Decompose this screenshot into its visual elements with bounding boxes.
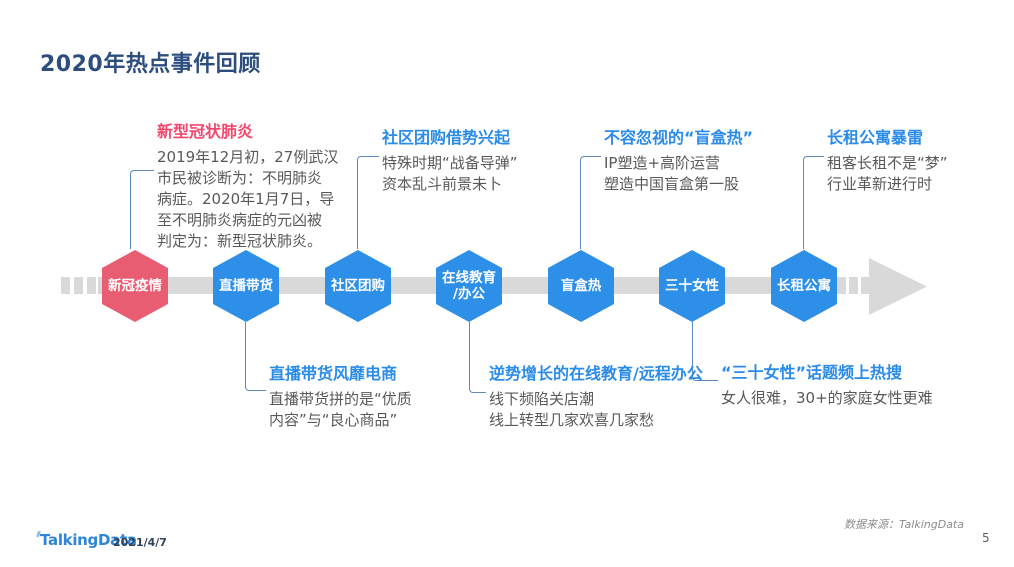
callout-line: 资本乱斗前景未卜 bbox=[382, 175, 503, 193]
callout-line: 租客长租不是“梦” bbox=[827, 154, 948, 172]
timeline-dash bbox=[74, 277, 83, 294]
node-label: 社区团购 bbox=[331, 278, 385, 294]
timeline-node-blindbox: 盲盒热 bbox=[548, 250, 614, 322]
callout-line: 塑造中国盲盒第一股 bbox=[604, 175, 740, 193]
callout-title: 逆势增长的在线教育/远程办公 bbox=[489, 364, 703, 383]
timeline-node-online-edu: 在线教育 /办公 bbox=[436, 250, 502, 322]
callout-line: 线上转型几家欢喜几家愁 bbox=[489, 411, 655, 429]
callout-line: 行业革新进行时 bbox=[827, 175, 933, 193]
connector-bottom-2 bbox=[469, 322, 486, 393]
callout-apartment: 长租公寓暴雷 租客长租不是“梦” 行业革新进行时 bbox=[827, 124, 948, 195]
talkingdata-logo: TalkingData bbox=[40, 531, 137, 549]
timeline-node-livestream: 直播带货 bbox=[213, 250, 279, 322]
page-title: 2020年热点事件回顾 bbox=[40, 52, 261, 77]
connector-bottom-3 bbox=[692, 322, 718, 381]
callout-line: 判定为：新型冠状肺炎。 bbox=[157, 232, 323, 250]
callout-line: 女人很难，30+的家庭女性更难 bbox=[721, 389, 933, 407]
connector-bottom-1 bbox=[245, 322, 266, 391]
callout-line: IP塑造+高阶运营 bbox=[604, 154, 721, 172]
callout-line: 特殊时期“战备导弹” bbox=[382, 154, 518, 172]
footer-data-source: 数据来源：TalkingData bbox=[843, 518, 964, 531]
timeline-dash bbox=[87, 277, 96, 294]
callout-line: 直播带货拼的是“优质 bbox=[269, 390, 412, 408]
timeline-node-covid: 新冠疫情 bbox=[102, 250, 168, 322]
node-label: 盲盒热 bbox=[560, 278, 602, 294]
timeline-node-groupbuy: 社区团购 bbox=[325, 250, 391, 322]
timeline-node-women30: 三十女性 bbox=[659, 250, 725, 322]
callout-line: 病症。2020年1月7日，导 bbox=[157, 190, 335, 208]
connector-top-3 bbox=[580, 156, 601, 249]
callout-line: 2019年12月初，27例武汉 bbox=[157, 148, 339, 166]
connector-top-2 bbox=[357, 156, 379, 249]
page-number: 5 bbox=[982, 531, 990, 545]
callout-title: “三十女性”话题频上热搜 bbox=[721, 363, 903, 382]
timeline-dash bbox=[61, 277, 70, 294]
callout-blindbox: 不容忽视的“盲盒热” IP塑造+高阶运营 塑造中国盲盒第一股 bbox=[604, 124, 753, 195]
callout-title: 新型冠状肺炎 bbox=[157, 122, 254, 141]
callout-online-edu: 逆势增长的在线教育/远程办公 线下频陷关店潮 线上转型几家欢喜几家愁 bbox=[489, 360, 703, 431]
timeline-dash bbox=[861, 277, 869, 294]
callout-covid: 新型冠状肺炎 2019年12月初，27例武汉 市民被诊断为：不明肺炎 病症。20… bbox=[157, 118, 338, 252]
callout-title: 长租公寓暴雷 bbox=[827, 128, 924, 147]
timeline-dash bbox=[849, 277, 858, 294]
connector-top-1 bbox=[130, 170, 154, 249]
node-label: 直播带货 bbox=[219, 278, 273, 294]
node-label: 新冠疫情 bbox=[108, 278, 162, 294]
node-label: 三十女性 bbox=[665, 278, 719, 294]
callout-line: 至不明肺炎病症的元凶被 bbox=[157, 211, 323, 229]
connector-top-4 bbox=[803, 156, 824, 249]
callout-title: 不容忽视的“盲盒热” bbox=[604, 128, 754, 147]
node-label: 长租公寓 bbox=[777, 278, 831, 294]
timeline-node-apartment: 长租公寓 bbox=[771, 250, 837, 322]
callout-line: 市民被诊断为：不明肺炎 bbox=[157, 169, 323, 187]
node-label: 在线教育 /办公 bbox=[442, 270, 496, 302]
callout-title: 直播带货风靡电商 bbox=[269, 364, 398, 383]
callout-groupbuy: 社区团购借势兴起 特殊时期“战备导弹” 资本乱斗前景未卜 bbox=[382, 124, 518, 195]
callout-title: 社区团购借势兴起 bbox=[382, 128, 511, 147]
callout-women30: “三十女性”话题频上热搜 女人很难，30+的家庭女性更难 bbox=[721, 359, 933, 409]
timeline-arrow-icon bbox=[869, 258, 927, 315]
callout-line: 内容”与“良心商品” bbox=[269, 411, 398, 429]
footer-date: 2021/4/7 bbox=[113, 536, 167, 549]
callout-livestream: 直播带货风靡电商 直播带货拼的是“优质 内容”与“良心商品” bbox=[269, 360, 412, 431]
callout-line: 线下频陷关店潮 bbox=[489, 390, 595, 408]
